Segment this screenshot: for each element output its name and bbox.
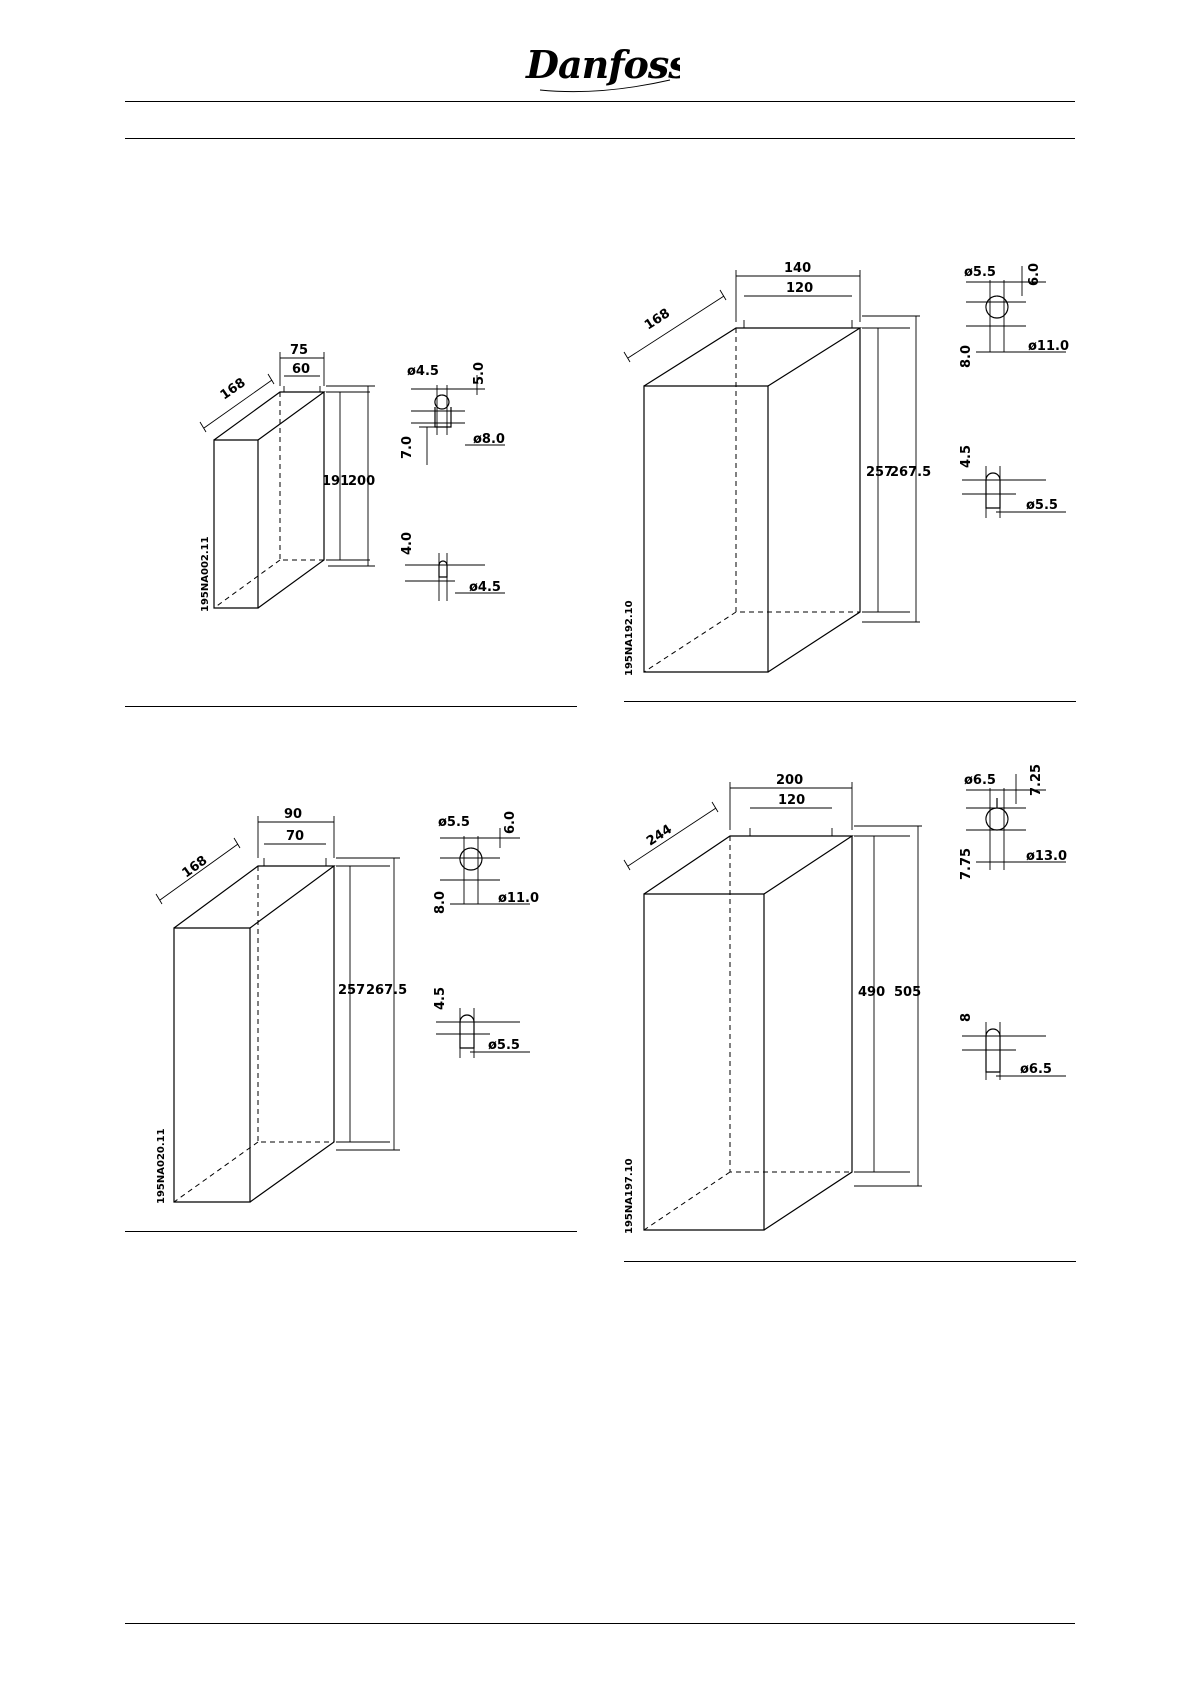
slot-top-hole-dia: ø6.5 bbox=[964, 773, 996, 788]
slot-top-head-dia: ø13.0 bbox=[1026, 849, 1067, 864]
outer-height-label: 267.5 bbox=[366, 983, 407, 998]
figure-id: 195NA197.10 bbox=[624, 1158, 635, 1234]
danfoss-logo: Danfoss bbox=[520, 30, 680, 100]
inner-width-label: 120 bbox=[786, 281, 813, 296]
slot-bottom-offset: 4.5 bbox=[433, 987, 448, 1010]
slot-top-hole-dia: ø4.5 bbox=[407, 364, 439, 379]
slot-detail-drawing-small: ø4.5 5.0 7.0 ø8.0 4.0 ø4.5 bbox=[395, 355, 535, 615]
slot-top-length: 8.0 bbox=[433, 891, 448, 914]
depth-label: 168 bbox=[180, 853, 211, 881]
section-rule-left-1 bbox=[125, 706, 577, 707]
slot-top-head-dia: ø11.0 bbox=[498, 891, 539, 906]
slot-top-offset: 6.0 bbox=[503, 811, 518, 834]
slot-bottom-offset: 8 bbox=[959, 1013, 974, 1022]
slot-bottom-offset: 4.0 bbox=[400, 532, 415, 555]
enclosure-drawing-wide: 168 140 120 257 267.5 195NA192.10 bbox=[620, 250, 960, 690]
slot-detail-drawing-medium: ø5.5 6.0 8.0 ø11.0 4.5 ø5.5 bbox=[430, 808, 550, 1068]
inner-width-label: 120 bbox=[778, 793, 805, 808]
inner-width-label: 70 bbox=[286, 829, 304, 844]
footer-rule bbox=[125, 1623, 1075, 1624]
enclosure-drawing-large: 244 200 120 490 505 195NA197.10 bbox=[620, 760, 960, 1240]
slot-top-offset: 7.25 bbox=[1029, 764, 1044, 796]
slot-top-length: 7.75 bbox=[959, 848, 974, 880]
slot-detail-drawing-wide: ø5.5 6.0 8.0 ø11.0 4.5 ø5.5 bbox=[956, 256, 1076, 536]
slot-top-length: 7.0 bbox=[400, 436, 415, 459]
outer-width-label: 75 bbox=[290, 343, 308, 358]
slot-top-offset: 5.0 bbox=[472, 362, 487, 385]
slot-top-length: 8.0 bbox=[959, 345, 974, 368]
section-rule-right-1 bbox=[624, 701, 1076, 702]
slot-bottom-offset: 4.5 bbox=[959, 445, 974, 468]
figure-id: 195NA192.10 bbox=[624, 600, 635, 676]
outer-width-label: 140 bbox=[784, 261, 811, 276]
slot-top-head-dia: ø11.0 bbox=[1028, 339, 1069, 354]
outer-height-label: 200 bbox=[348, 474, 375, 489]
section-rule-right-2 bbox=[624, 1261, 1076, 1262]
outer-height-label: 267.5 bbox=[890, 465, 931, 480]
figure-id: 195NA002.11 bbox=[200, 536, 211, 612]
inner-height-label: 191 bbox=[322, 474, 349, 489]
slot-bottom-dia: ø6.5 bbox=[1020, 1062, 1052, 1077]
logo-text: Danfoss bbox=[525, 42, 680, 87]
slot-top-offset: 6.0 bbox=[1027, 263, 1042, 286]
outer-height-label: 505 bbox=[894, 985, 921, 1000]
inner-width-label: 60 bbox=[292, 362, 310, 377]
slot-bottom-dia: ø5.5 bbox=[488, 1038, 520, 1053]
slot-detail-drawing-large: ø6.5 7.25 7.75 ø13.0 8 ø6.5 bbox=[956, 760, 1076, 1090]
depth-label: 168 bbox=[642, 306, 673, 333]
slot-bottom-dia: ø4.5 bbox=[469, 580, 501, 595]
figure-id: 195NA020.11 bbox=[156, 1128, 167, 1204]
header-rule-bottom bbox=[125, 138, 1075, 139]
slot-top-head-dia: ø8.0 bbox=[473, 432, 505, 447]
depth-label: 168 bbox=[218, 375, 249, 403]
inner-height-label: 490 bbox=[858, 985, 885, 1000]
outer-width-label: 200 bbox=[776, 773, 803, 788]
section-rule-left-2 bbox=[125, 1231, 577, 1232]
header-rule-top bbox=[125, 101, 1075, 102]
slot-top-hole-dia: ø5.5 bbox=[438, 815, 470, 830]
slot-top-hole-dia: ø5.5 bbox=[964, 265, 996, 280]
outer-width-label: 90 bbox=[284, 807, 302, 822]
inner-height-label: 257 bbox=[338, 983, 365, 998]
slot-bottom-dia: ø5.5 bbox=[1026, 498, 1058, 513]
